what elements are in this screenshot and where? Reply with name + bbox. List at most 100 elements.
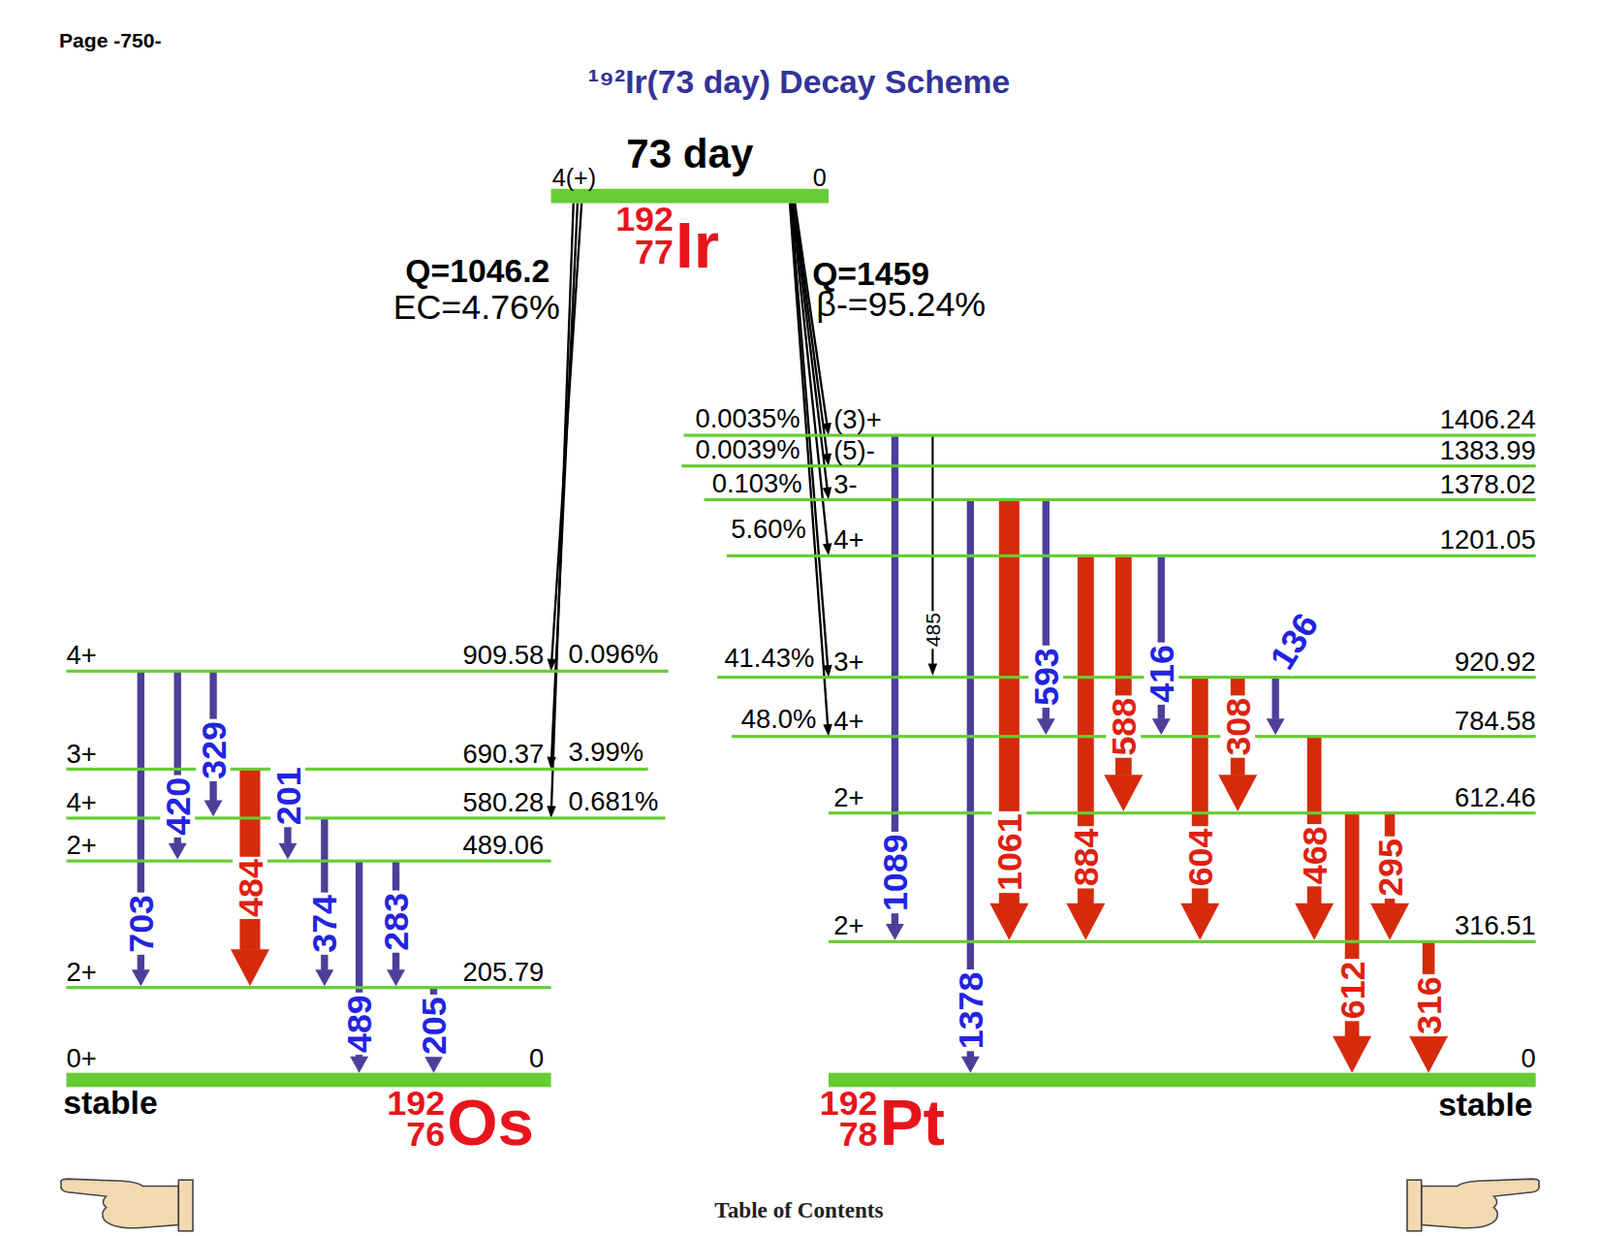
parent-level: 73 day4(+)0 — [551, 107, 829, 204]
level-line — [717, 675, 1536, 679]
spin-parity: 3- — [833, 470, 857, 497]
energy-level: 2+316.51 — [828, 905, 1537, 943]
arrow-head — [349, 1056, 369, 1073]
gamma-energy: 489 — [342, 992, 377, 1055]
spin-parity: 2+ — [65, 831, 96, 858]
arrow-head — [314, 969, 334, 986]
atomic-number: 77 — [634, 233, 674, 269]
gamma-transition — [1218, 677, 1257, 812]
level-energy: 690.37 — [462, 739, 544, 766]
level-line — [65, 859, 551, 863]
branch-ratio: EC=4.76% — [393, 288, 561, 324]
level-energy: 1378.02 — [1440, 470, 1537, 497]
ground-state: 0+0stable — [65, 1037, 551, 1088]
gamma-energy: 416 — [1143, 642, 1179, 705]
feeding-percent: 0.103% — [712, 469, 803, 496]
element-symbol: Os — [446, 1090, 534, 1156]
level-line — [683, 433, 1536, 437]
arrow-head — [885, 923, 905, 941]
level-energy: 0 — [529, 1044, 544, 1071]
spin-parity: 2+ — [65, 958, 96, 985]
spin-parity: 3+ — [65, 739, 96, 766]
gamma-energy: 374 — [307, 892, 343, 955]
feeding-percent: 48.0% — [741, 705, 817, 732]
hand-cuff — [178, 1179, 193, 1231]
gamma-energy: 703 — [123, 892, 158, 955]
feeding-percent: 0.096% — [567, 640, 659, 667]
mass-number: 192 — [819, 1084, 879, 1120]
arrow-head — [386, 969, 406, 986]
level-line — [551, 188, 829, 204]
gamma-energy: 593 — [1028, 645, 1064, 708]
gamma-energy: 484 — [232, 856, 268, 919]
gamma-energy: 136 — [1262, 605, 1325, 677]
stable-label: stable — [62, 1085, 157, 1119]
gamma-energy: 485 — [922, 610, 943, 649]
energy-level: (5)-1383.99 — [681, 429, 1536, 468]
level-energy: 920.92 — [1454, 648, 1537, 675]
level-energy: 784.58 — [1454, 707, 1537, 734]
stable-label: stable — [1438, 1087, 1533, 1121]
hand-shape — [1421, 1178, 1540, 1228]
energy-level: 4+ 1201.05 — [726, 519, 1537, 558]
arrow-head — [131, 969, 151, 986]
gamma-energy: 316 — [1411, 973, 1446, 1036]
gamma-energy: 1378 — [952, 969, 988, 1051]
page-number: Page -750- — [59, 31, 161, 52]
arrow-head — [1332, 1035, 1372, 1073]
element-symbol: Pt — [879, 1090, 945, 1156]
level-line — [65, 767, 648, 771]
gamma-energy: 295 — [1372, 836, 1408, 899]
mass-number: 192 — [386, 1084, 445, 1120]
level-energy: 580.28 — [462, 788, 544, 816]
feeding-percent: 0.681% — [567, 787, 659, 815]
q-value: Q=1459 — [812, 256, 930, 290]
gamma-energy: 205 — [416, 994, 452, 1057]
gamma-transition — [1103, 555, 1143, 812]
level-energy: 489.06 — [462, 831, 544, 858]
arrow-head — [1066, 903, 1105, 941]
energy-level: 2+612.46 — [828, 776, 1537, 815]
spin-parity: 4+ — [65, 641, 96, 668]
hand-shape — [61, 1178, 180, 1228]
spin-parity: 3+ — [833, 648, 864, 675]
arrow-head — [424, 1056, 443, 1073]
arrow-head — [1370, 903, 1410, 941]
spin-parity: 0+ — [65, 1044, 96, 1071]
arrow-head — [1409, 1035, 1448, 1073]
gamma-energy: 283 — [378, 890, 414, 953]
half-life: 73 day — [626, 132, 753, 174]
gamma-transition — [1266, 677, 1286, 735]
spin-parity: 2+ — [833, 784, 864, 811]
feeding-percent: 0.0039% — [694, 436, 800, 463]
gamma-energy: 604 — [1182, 825, 1218, 888]
gamma-transition — [1294, 736, 1334, 941]
gamma-transition — [230, 768, 270, 986]
arrow-head — [1036, 718, 1056, 735]
ground-state: 0stable — [828, 1037, 1537, 1088]
level-energy: 1383.99 — [1440, 437, 1537, 464]
spin-parity: 4+ — [833, 526, 864, 553]
atomic-number: 76 — [406, 1116, 445, 1152]
feeding-percent: 3.99% — [567, 738, 644, 765]
gamma-energy: 468 — [1296, 823, 1332, 886]
arrow-head — [1266, 718, 1286, 735]
gamma-energy: 201 — [270, 764, 306, 827]
hand-cuff — [1407, 1179, 1422, 1231]
level-energy: 1201.05 — [1440, 526, 1537, 553]
level-line — [681, 464, 1536, 468]
gamma-energy: 588 — [1105, 695, 1141, 758]
gamma-energy: 308 — [1220, 695, 1255, 758]
level-line — [726, 554, 1537, 558]
gamma-energy: 1089 — [878, 831, 913, 913]
arrow-head — [168, 843, 188, 860]
mass-number: 192 — [615, 200, 674, 236]
spin-parity: 4+ — [65, 788, 96, 816]
gamma-transition — [989, 499, 1029, 940]
arrow-head — [204, 800, 223, 817]
energy-level: 3+ 920.92 — [717, 640, 1536, 679]
energy-level: (3)+1406.24 — [683, 399, 1536, 438]
